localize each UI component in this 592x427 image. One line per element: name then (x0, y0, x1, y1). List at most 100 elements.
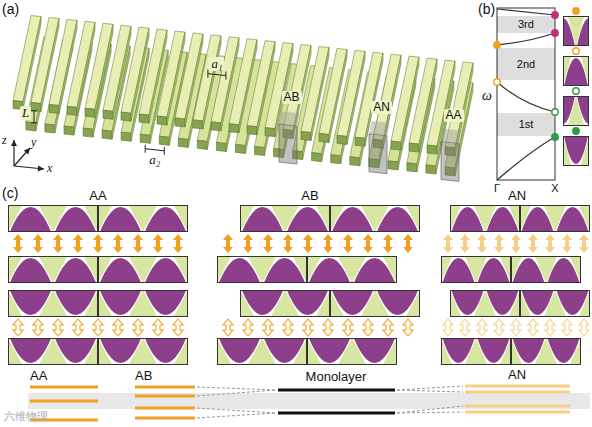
cell-frame (512, 257, 581, 283)
band-hump (486, 207, 518, 232)
band-hump (10, 207, 51, 232)
band-hump (547, 338, 579, 363)
figure-label: 3rd (518, 18, 534, 30)
band-hump (10, 258, 51, 283)
coupling-arrow (263, 234, 273, 253)
band-triangle (271, 290, 300, 317)
coupling-arrow (511, 234, 521, 253)
band-hump (399, 338, 440, 363)
band-hump (451, 207, 483, 232)
unit-cell (0, 256, 141, 283)
figure-label: x (47, 162, 52, 175)
band-hump (377, 207, 418, 232)
band-triangle (395, 256, 417, 283)
energy-level (278, 412, 395, 415)
figure-label: Γ (494, 182, 500, 194)
coupling-arrow (133, 319, 143, 336)
cell-group (113, 256, 351, 283)
band-hump (381, 290, 413, 315)
band-hump (0, 207, 6, 232)
band-hump (512, 338, 544, 363)
slab-front (265, 128, 275, 137)
unit-cell (113, 256, 351, 283)
mode-dot (573, 48, 579, 54)
coupling-arrow (494, 319, 504, 336)
coupling-arrow (383, 234, 393, 253)
band-curve (497, 9, 555, 15)
band-gap (497, 113, 555, 136)
band-triangle (360, 256, 382, 283)
dimension-tick (207, 70, 208, 78)
cell-group (136, 290, 374, 317)
unit-cell (360, 256, 545, 283)
band-hump (10, 258, 51, 283)
band-hump (577, 96, 592, 124)
band-hump (407, 258, 439, 283)
stacking-highlight-top (369, 121, 390, 136)
band-hump (577, 18, 592, 46)
figure-label: Monolayer (306, 370, 367, 384)
stacking-highlight (279, 124, 297, 164)
band-hump (354, 258, 395, 283)
cell-frame (442, 339, 511, 365)
cell-group (0, 338, 231, 365)
energy-level (135, 386, 195, 389)
mode-dot (494, 42, 500, 48)
coupling-arrow (403, 319, 413, 336)
band-triangle (465, 338, 487, 365)
band-hump (287, 207, 328, 232)
figure-label: AN (508, 368, 526, 382)
coupling-arrow (323, 319, 333, 336)
energy-level (465, 385, 570, 388)
band-hump (512, 58, 536, 86)
band-triangle (465, 256, 487, 283)
figure-label: AA (444, 109, 464, 122)
axis-arrowhead (24, 148, 30, 155)
cell-frame (9, 206, 98, 232)
band-triangle (529, 136, 546, 166)
energy-level (278, 389, 395, 392)
band-hump (538, 136, 562, 164)
band-triangle (0, 205, 22, 232)
band-hump (442, 258, 474, 283)
band-hump (10, 338, 51, 363)
unit-cell (0, 205, 141, 232)
figure-label: AB (301, 189, 318, 203)
figure-label: AN (508, 189, 526, 203)
band-hump (354, 338, 395, 363)
band-hump (152, 207, 193, 232)
band-hump (100, 258, 141, 283)
mode-dot (552, 30, 558, 36)
figure-label: L (20, 106, 31, 120)
unit-cell (226, 205, 464, 232)
slab-front (157, 116, 167, 125)
energy-level (135, 407, 195, 410)
unit-cell (439, 290, 592, 317)
slab-front (337, 135, 347, 144)
band-hump (564, 136, 588, 164)
slab-front (85, 108, 95, 117)
cell-frame (521, 206, 590, 232)
coupling-arrow (93, 234, 103, 253)
cell-group (203, 256, 441, 283)
band-hump (547, 258, 579, 283)
stacking-highlight-top (441, 129, 462, 144)
slab-front (121, 132, 131, 141)
slab-front (211, 122, 221, 131)
band-triangle (474, 290, 496, 317)
band-hump (582, 338, 592, 363)
mode-dot (552, 109, 558, 115)
cell-group (226, 205, 464, 232)
band-triangle (136, 205, 165, 232)
slab-front (319, 133, 329, 142)
figure-label: (b) (478, 2, 495, 17)
slab-front (67, 106, 77, 115)
mode-dot (552, 134, 558, 140)
coupling-arrow (363, 319, 373, 336)
band-hump (477, 338, 509, 363)
slab-front (331, 155, 341, 164)
band-hump (264, 338, 305, 363)
coupling-arrow (363, 234, 373, 253)
band-hump (564, 58, 588, 86)
